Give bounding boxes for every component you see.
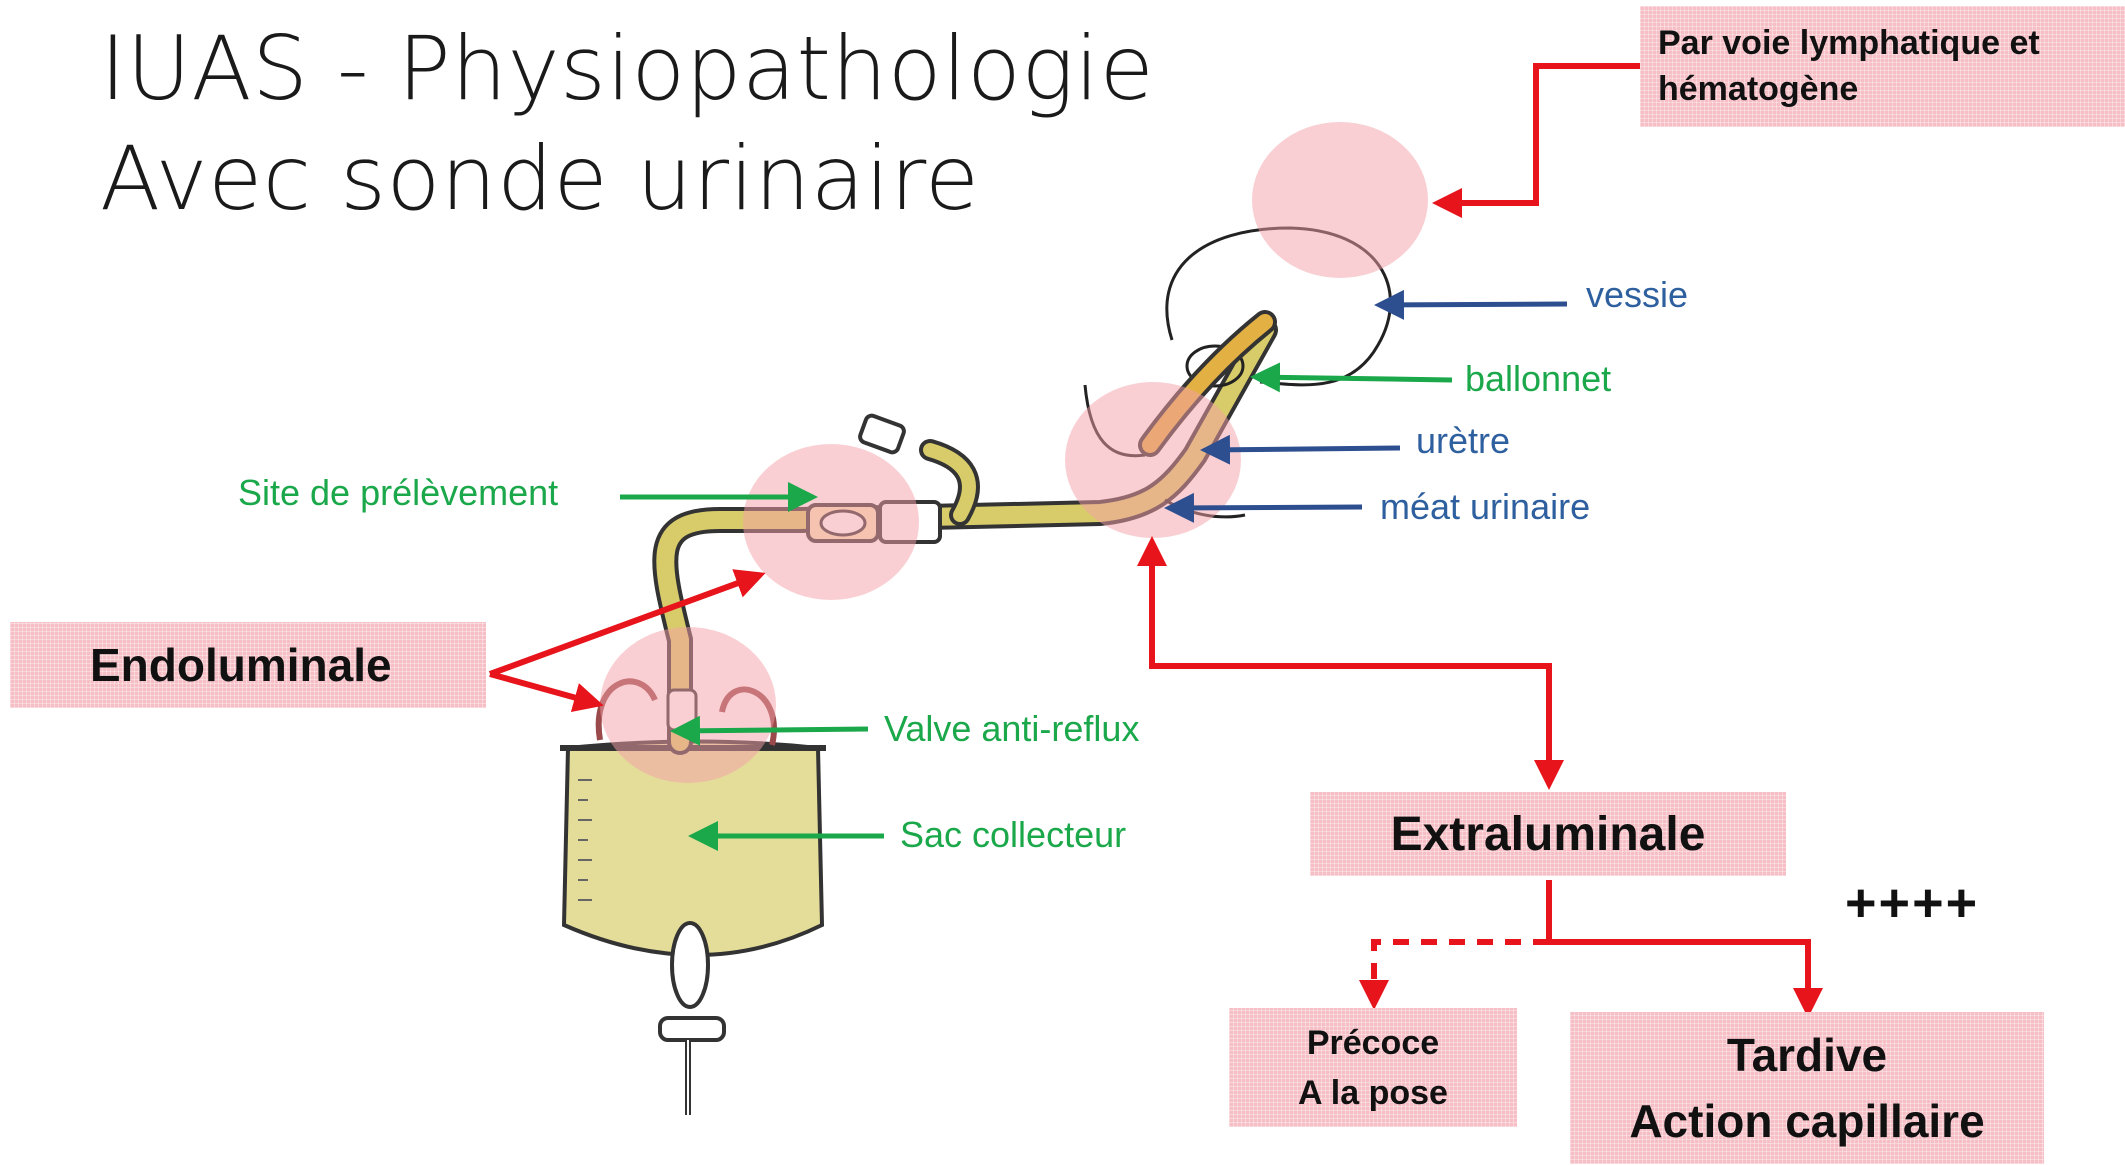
arrow-ballonnet xyxy=(1256,377,1452,380)
box-precoce: Précoce A la pose xyxy=(1229,1008,1517,1127)
collecting-bag xyxy=(560,742,826,1116)
zone-valve xyxy=(600,627,776,783)
arrow-vessie xyxy=(1380,304,1567,305)
zone-urethra xyxy=(1065,382,1241,538)
box-precoce-line1: Précoce xyxy=(1307,1018,1439,1068)
plus-marker: ++++ xyxy=(1845,872,1979,934)
arrow-valve xyxy=(676,729,868,731)
box-endoluminale: Endoluminale xyxy=(10,622,486,708)
label-site-prelevement: Site de prélèvement xyxy=(238,472,558,514)
label-vessie: vessie xyxy=(1586,274,1688,316)
arrow-uretre xyxy=(1206,448,1400,450)
label-meat-urinaire: méat urinaire xyxy=(1380,486,1590,528)
arrow-meat xyxy=(1170,507,1362,508)
side-port-cap xyxy=(858,414,905,454)
arrow-precoce xyxy=(1374,942,1549,1004)
box-precoce-line2: A la pose xyxy=(1298,1068,1448,1118)
box-lymph-text: Par voie lymphatique et hématogène xyxy=(1658,24,2040,108)
arrow-tardive xyxy=(1549,880,1808,1012)
label-uretre: urètre xyxy=(1416,420,1510,462)
label-ballonnet: ballonnet xyxy=(1465,358,1611,400)
label-sac-collecteur: Sac collecteur xyxy=(900,814,1126,856)
arrow-endo-lower xyxy=(490,674,598,704)
box-tardive-line2: Action capillaire xyxy=(1629,1088,1984,1154)
box-extraluminale: Extraluminale xyxy=(1310,792,1786,876)
zone-bladder xyxy=(1252,122,1428,278)
zone-sampling xyxy=(743,444,919,600)
box-lymph-hemato: Par voie lymphatique et hématogène xyxy=(1640,6,2125,127)
box-endoluminale-text: Endoluminale xyxy=(90,639,392,691)
arrow-lymph xyxy=(1438,66,1645,203)
box-extraluminale-text: Extraluminale xyxy=(1391,807,1706,862)
label-valve-anti-reflux: Valve anti-reflux xyxy=(884,708,1139,750)
arrow-extra xyxy=(1152,542,1549,784)
box-tardive: Tardive Action capillaire xyxy=(1570,1012,2044,1164)
box-tardive-line1: Tardive xyxy=(1727,1022,1887,1088)
infection-zones xyxy=(600,122,1428,783)
